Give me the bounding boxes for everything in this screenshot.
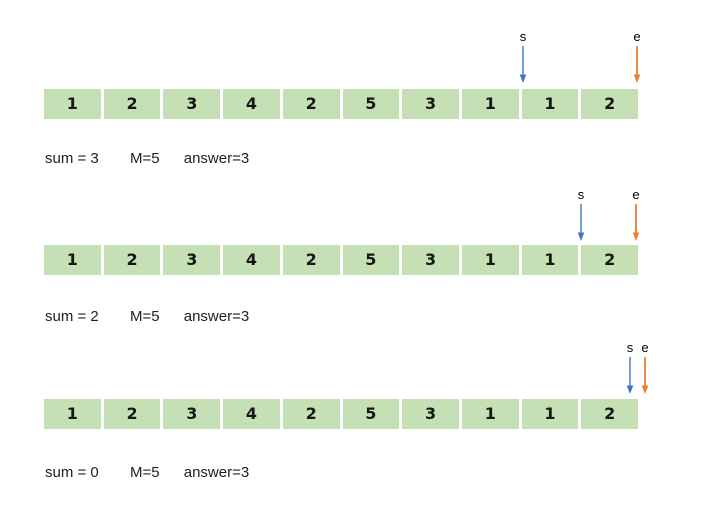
sum-value: sum = 2: [45, 308, 99, 325]
pointer-s-step2: s: [574, 187, 588, 241]
e-arrow-down-icon: [633, 46, 641, 83]
array-cell: 2: [581, 399, 639, 429]
array-cell: 4: [223, 399, 280, 429]
array-cell: 1: [44, 89, 101, 119]
array-cell: 2: [103, 89, 161, 119]
array-step1: 1 2 3 4 2 5 3 1 1 2: [44, 89, 639, 119]
sum-value: sum = 3: [45, 150, 99, 167]
array-cell: 3: [402, 89, 459, 119]
array-cell: 3: [163, 399, 221, 429]
pointer-e-step2: e: [629, 187, 643, 241]
pointer-e-step3: e: [638, 340, 652, 394]
sum-value: sum = 0: [45, 464, 99, 481]
array-cell: 3: [163, 89, 221, 119]
array-cell: 1: [521, 399, 579, 429]
e-arrow-down-icon: [641, 357, 649, 394]
array-cell: 2: [282, 399, 340, 429]
pointer-s-label: s: [626, 340, 634, 355]
array-cell: 2: [581, 89, 639, 119]
pointer-e-step1: e: [630, 29, 644, 83]
s-arrow-down-icon: [577, 204, 585, 241]
pointer-e-label: e: [633, 29, 641, 44]
status-line-step1: sum = 3 M=5 answer=3: [45, 150, 249, 168]
array-cell: 1: [461, 245, 519, 275]
array-cell: 2: [282, 245, 340, 275]
array-step3: 1 2 3 4 2 5 3 1 1 2: [44, 399, 639, 429]
pointer-s-step3: s: [623, 340, 637, 394]
array-step2: 1 2 3 4 2 5 3 1 1 2: [44, 245, 639, 275]
array-cell: 5: [342, 399, 400, 429]
array-cell: 1: [521, 89, 579, 119]
array-cell: 1: [521, 245, 579, 275]
m-value: M=5: [129, 150, 160, 167]
pointer-e-label: e: [641, 340, 649, 355]
array-cell: 4: [223, 245, 280, 275]
pointer-e-label: e: [632, 187, 640, 202]
s-arrow-down-icon: [519, 46, 527, 83]
e-arrow-down-icon: [632, 204, 640, 241]
array-cell: 5: [342, 89, 400, 119]
array-cell: 1: [44, 399, 101, 429]
answer-value: answer=3: [183, 150, 250, 167]
array-cell: 2: [282, 89, 340, 119]
array-cell: 5: [342, 245, 400, 275]
array-cell: 2: [103, 245, 161, 275]
pointer-s-label: s: [577, 187, 585, 202]
answer-value: answer=3: [183, 464, 250, 481]
array-cell: 2: [103, 399, 161, 429]
array-cell: 3: [402, 245, 459, 275]
array-cell: 1: [44, 245, 101, 275]
array-cell: 4: [223, 89, 280, 119]
pointer-s-step1: s: [516, 29, 530, 83]
array-cell: 1: [461, 399, 519, 429]
m-value: M=5: [129, 308, 160, 325]
array-cell: 2: [581, 245, 639, 275]
status-line-step2: sum = 2 M=5 answer=3: [45, 308, 249, 326]
s-arrow-down-icon: [626, 357, 634, 394]
status-line-step3: sum = 0 M=5 answer=3: [45, 464, 249, 482]
pointer-s-label: s: [519, 29, 527, 44]
array-cell: 1: [461, 89, 519, 119]
answer-value: answer=3: [183, 308, 250, 325]
m-value: M=5: [129, 464, 160, 481]
array-cell: 3: [402, 399, 459, 429]
array-cell: 3: [163, 245, 221, 275]
